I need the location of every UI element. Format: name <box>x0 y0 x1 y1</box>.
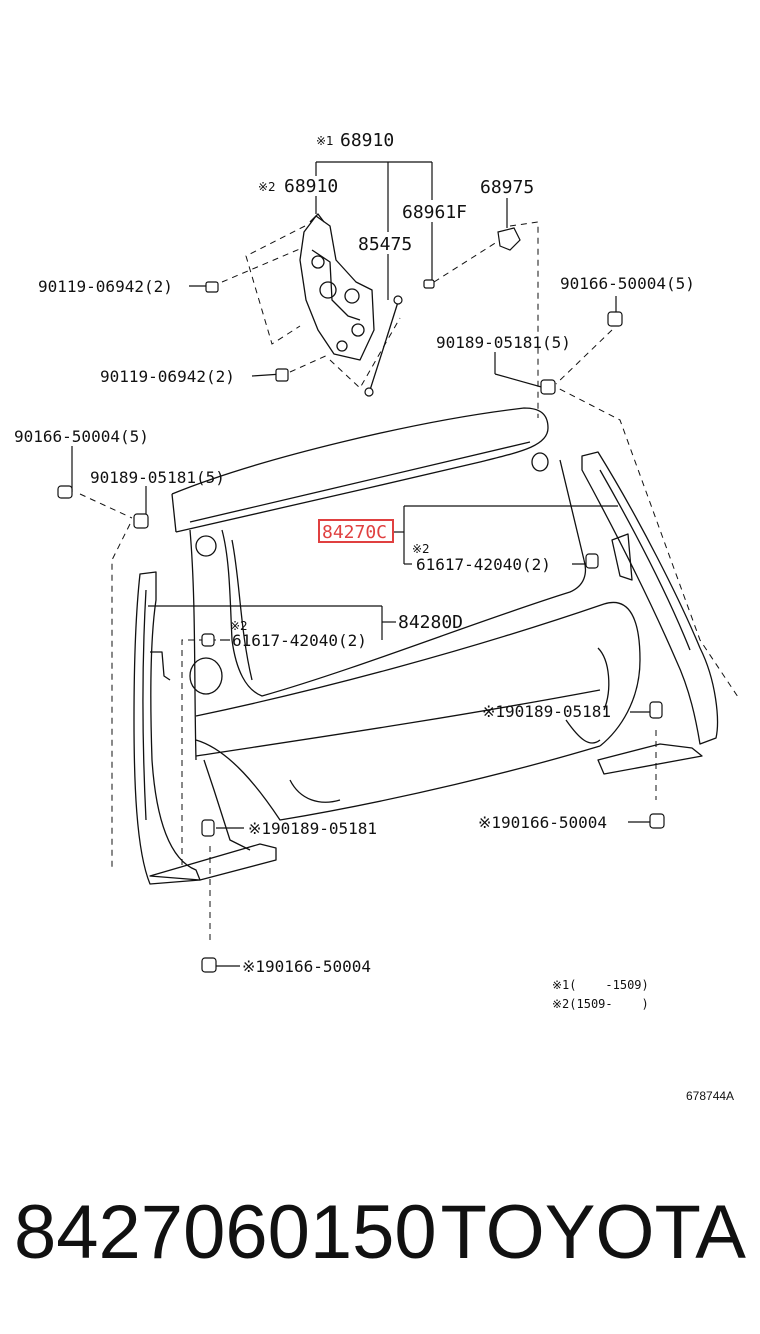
bolt-icon <box>275 368 289 382</box>
screw-icon <box>607 311 623 327</box>
label-84270C-highlighted: 84270C <box>322 522 387 543</box>
label-85475: 85475 <box>358 234 412 255</box>
part-number: 8427060150 <box>14 1190 437 1275</box>
clip-icon <box>649 701 663 719</box>
footnote-2: ※2(1509- ) <box>552 997 649 1011</box>
label-68910-s2-mark: ※2 <box>258 180 276 194</box>
illustration-ref-code: 678744A <box>686 1089 734 1103</box>
label-90166-50004-a: 90166-50004(5) <box>560 274 695 293</box>
highlight-box <box>318 519 394 543</box>
label-90166-50004-c: ※190166-50004 <box>478 813 607 832</box>
label-61617-b-mark: ※2 <box>230 619 248 633</box>
screw-icon <box>201 957 217 973</box>
label-68910-s2: 68910 <box>284 176 338 197</box>
label-90189-05181-c: ※190189-05181 <box>482 702 611 721</box>
label-90189-05181-b: 90189-05181(5) <box>90 468 225 487</box>
label-61617-a-mark: ※2 <box>412 542 430 556</box>
label-61617-42040-b: 61617-42040(2) <box>232 631 367 650</box>
bolt-icon <box>423 279 435 289</box>
footnotes: ※1( -1509) ※2(1509- ) 678744A <box>552 978 734 1103</box>
footnote-1: ※1( -1509) <box>552 978 649 992</box>
label-84280D: 84280D <box>398 612 463 633</box>
clip-icon <box>133 513 149 529</box>
part-labels: ※1 68910 ※2 68910 68961F 68975 85475 901… <box>14 130 695 976</box>
screw-icon <box>649 813 665 829</box>
label-68910-s1-mark: ※1 <box>316 134 334 148</box>
caption-bar: 8427060150 TOYOTA <box>0 1188 760 1288</box>
fasteners <box>57 279 665 973</box>
bolt-icon <box>205 281 219 293</box>
label-90166-50004-b: 90166-50004(5) <box>14 427 149 446</box>
label-90119-06942-b: 90119-06942(2) <box>100 367 235 386</box>
label-61617-42040-a: 61617-42040(2) <box>416 555 551 574</box>
label-68961F: 68961F <box>402 202 467 223</box>
label-68910-s1: 68910 <box>340 130 394 151</box>
clip-icon <box>585 553 599 569</box>
brand-name: TOYOTA <box>440 1190 746 1275</box>
label-68975: 68975 <box>480 177 534 198</box>
clip-icon <box>201 819 215 837</box>
label-90166-50004-d: ※190166-50004 <box>242 957 371 976</box>
screw-icon <box>57 485 73 499</box>
label-90119-06942-a: 90119-06942(2) <box>38 277 173 296</box>
clip-icon <box>201 633 215 647</box>
back-door-panel <box>133 407 719 885</box>
label-90189-05181-a: 90189-05181(5) <box>436 333 571 352</box>
wiper-motor-assembly <box>299 213 375 361</box>
clip-68975 <box>497 227 521 251</box>
label-90189-05181-d: ※190189-05181 <box>248 819 377 838</box>
clip-icon <box>540 379 556 395</box>
dashed-guides <box>79 221 741 940</box>
back-door-stay <box>364 295 403 397</box>
